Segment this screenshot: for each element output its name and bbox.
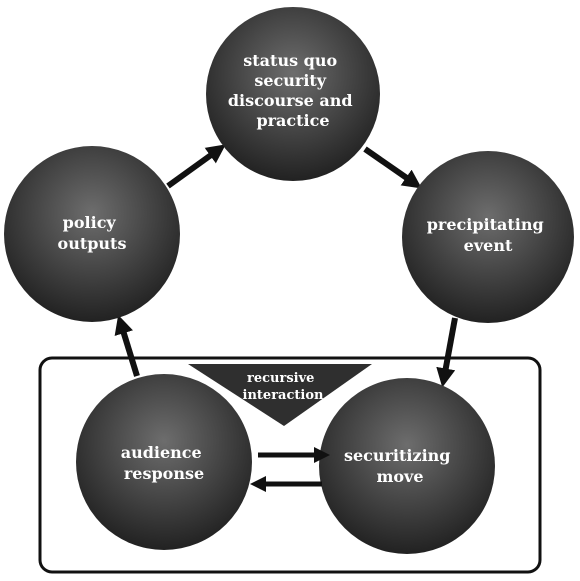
node-audience-response-label: audience response [121,443,208,483]
node-securitizing-move-label: securitizing move [344,446,456,486]
arrow-status-quo-to-precipitating [363,146,422,189]
recursive-interaction-label: recursive interaction [243,371,324,403]
node-precipitating-event: precipitating event [402,151,574,323]
node-policy-outputs-label: policy outputs [58,213,127,253]
node-policy-outputs: policy outputs [4,146,180,322]
arrow-audience-to-policy [114,314,140,377]
node-status-quo-label: status quo security discourse and practi… [228,51,358,130]
arrow-policy-to-status-quo [166,144,226,189]
recursive-interaction-wedge [188,364,372,426]
node-securitizing-move: securitizing move [319,378,495,554]
node-status-quo: status quo security discourse and practi… [206,7,380,181]
arrow-precipitating-to-securitizing [436,317,458,388]
node-audience-response: audience response [76,374,252,550]
node-precipitating-event-label: precipitating event [427,215,550,255]
recursive-interaction-frame [38,356,542,574]
